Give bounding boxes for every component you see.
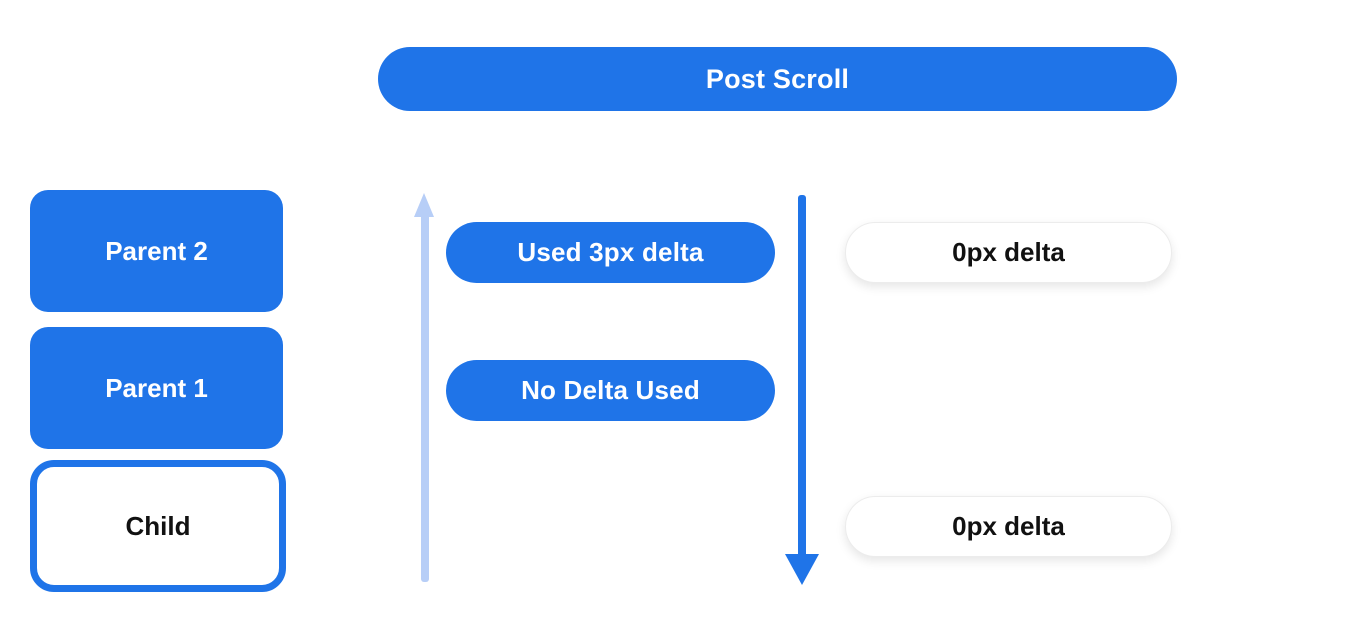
parent-1-box: Parent 1 [30,327,283,449]
zero-delta-top-label: 0px delta [952,237,1065,267]
post-scroll-header-pill: Post Scroll [378,47,1177,111]
zero-delta-top-pill: 0px delta [845,222,1172,283]
no-delta-used-label: No Delta Used [521,375,700,405]
scroll-down-arrow [785,195,819,585]
parent-1-label: Parent 1 [105,372,208,403]
no-delta-used-pill: No Delta Used [446,360,775,421]
used-3px-delta-label: Used 3px delta [517,237,704,267]
child-box: Child [30,460,286,592]
post-scroll-label: Post Scroll [705,63,850,94]
zero-delta-bottom-label: 0px delta [952,511,1065,541]
down-arrow-shaft [798,195,806,557]
parent-2-box: Parent 2 [30,190,283,312]
up-arrowhead-icon [414,193,434,217]
down-arrowhead-icon [785,554,819,585]
child-label: Child [125,510,191,541]
parent-2-label: Parent 2 [105,235,208,266]
used-3px-delta-pill: Used 3px delta [446,222,775,283]
scroll-up-arrow [414,193,435,583]
zero-delta-bottom-pill: 0px delta [845,496,1172,557]
up-arrow-shaft [420,215,429,582]
